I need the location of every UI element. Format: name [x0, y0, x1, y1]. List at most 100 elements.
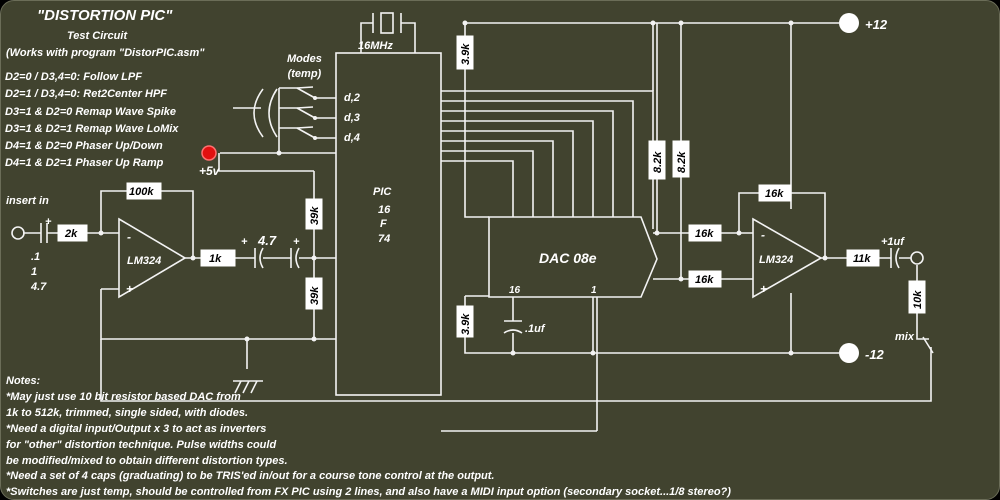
resistor-11k: 11k [846, 249, 880, 267]
resistor-3.9k-lower: 3.9k [456, 305, 474, 338]
mode-line: D2=0 / D3,4=0: Follow LPF [5, 71, 142, 83]
svg-text:DAC 08e: DAC 08e [539, 250, 597, 266]
input-cap-values: .1 1 4.7 [31, 250, 46, 295]
mode-line: D4=1 & D2=0 Phaser Up/Down [5, 140, 163, 153]
wire [315, 97, 336, 139]
schematic-title: "DISTORTION PIC" [37, 7, 173, 24]
output-jack [910, 251, 924, 265]
wire [100, 190, 194, 258]
cap-plus: + [45, 216, 52, 228]
mode-line: D4=1 & D2=1 Phaser Up Ramp [5, 157, 164, 170]
svg-text:LM324: LM324 [759, 254, 793, 266]
modes-header-line: Modes [287, 53, 322, 65]
note-line: *May just use 10 bit resistor based DAC … [6, 390, 241, 403]
svg-text:39k: 39k [309, 206, 321, 225]
opamp-left: LM324 - + [118, 217, 187, 299]
opamp-right: LM324 - + [752, 217, 823, 299]
wire [922, 336, 934, 354]
wire [738, 192, 826, 258]
note-line: *Need a set of 4 caps (graduating) to be… [6, 470, 495, 483]
resistor-100k: 100k [126, 182, 162, 200]
subtitle-program: (Works with program "DistorPIC.asm" [6, 47, 205, 59]
svg-text:39k: 39k [309, 286, 321, 305]
dac-chip: DAC 08e 16 1 [488, 216, 658, 298]
svg-text:8.2k: 8.2k [676, 151, 688, 173]
mode-line: D3=1 & D2=0 Remap Wave Spike [5, 105, 176, 118]
modes-list: D2=0 / D3,4=0: Follow LPF D2=1 / D3,4=0:… [5, 69, 178, 173]
cap-value: .1 [31, 251, 41, 263]
svg-text:PIC: PIC [373, 186, 392, 198]
svg-text:10k: 10k [912, 290, 924, 309]
note-line: for "other" distortion technique. Pulse … [6, 438, 277, 451]
mode-line: D2=1 / D3,4=0: Ret2Center HPF [5, 88, 168, 101]
svg-text:d,2: d,2 [344, 92, 360, 104]
cap-value: 4.7 [31, 281, 47, 293]
wire [441, 90, 654, 229]
svg-text:2k: 2k [64, 228, 78, 240]
svg-text:LM324: LM324 [127, 255, 161, 267]
svg-text:d,3: d,3 [344, 112, 360, 124]
modes-header: Modes (temp) [287, 52, 322, 82]
led-5v: +5v [199, 145, 221, 178]
mode-line: D3=1 & D2=1 Remap Wave LoMix [5, 122, 179, 135]
svg-text:1k: 1k [209, 253, 222, 265]
ground-symbol [233, 380, 263, 394]
svg-text:+: + [126, 282, 133, 296]
resistor-10k: 10k [908, 280, 926, 314]
resistor-3.9k-upper: 3.9k [456, 35, 474, 70]
svg-text:4.7: 4.7 [257, 233, 277, 248]
svg-text:+: + [760, 282, 767, 296]
resistor-39k-lower: 39k [305, 277, 323, 310]
resistor-39k-upper: 39k [305, 198, 323, 230]
svg-text:+: + [241, 236, 248, 248]
svg-text:16MHz: 16MHz [358, 40, 393, 52]
cap-value: 1 [31, 266, 38, 278]
note-line: 1k to 512k, trimmed, single sided, with … [6, 406, 249, 419]
input-label: insert in [6, 195, 49, 207]
modes-header-line: (temp) [287, 68, 322, 80]
wire [218, 153, 314, 172]
svg-text:16: 16 [509, 285, 521, 296]
svg-text:+5v: +5v [199, 164, 221, 178]
note-line: Notes: [6, 375, 41, 387]
svg-text:-: - [761, 228, 765, 242]
svg-text:F: F [380, 218, 387, 230]
svg-text:+12: +12 [865, 17, 888, 32]
wire [360, 22, 416, 53]
svg-text:3.9k: 3.9k [460, 313, 472, 335]
capacitor-1uf-output: +1uf [881, 236, 905, 269]
capacitor-4.7: + 4.7 [241, 233, 277, 269]
svg-text:.1uf: .1uf [525, 323, 546, 335]
mode-switches [233, 86, 317, 140]
svg-text:+: + [293, 236, 300, 248]
svg-text:-: - [127, 230, 131, 244]
note-line: *Switches are just temp, should be contr… [6, 486, 731, 499]
wire [279, 87, 297, 129]
crystal-16mhz: 16MHz [358, 12, 402, 52]
svg-text:+1uf: +1uf [881, 236, 905, 248]
capacitor-0.1uf: .1uf [503, 320, 546, 335]
junction-dots [98, 20, 828, 356]
svg-text:8.2k: 8.2k [652, 151, 664, 173]
terminal-plus-12: +12 [839, 13, 888, 33]
note-line: *Need a digital input/Output x 3 to act … [6, 422, 267, 435]
terminal-minus-12: -12 [839, 343, 885, 363]
subtitle-test-circuit: Test Circuit [67, 30, 128, 42]
wires [23, 22, 934, 432]
resistor-8.2k-a: 8.2k [648, 140, 666, 180]
svg-text:16: 16 [378, 204, 391, 216]
mix-label: mix [895, 331, 914, 343]
svg-text:1: 1 [591, 285, 597, 296]
svg-text:100k: 100k [129, 186, 154, 198]
svg-text:16k: 16k [695, 274, 714, 286]
notes: Notes: *May just use 10 bit resistor bas… [6, 374, 731, 499]
resistor-16k-low: 16k [688, 270, 722, 288]
svg-text:-12: -12 [865, 347, 885, 362]
input-jack [11, 226, 25, 240]
capacitor-coupling: + [290, 236, 300, 269]
pic-chip: PIC 16 F 74 d,2 d,3 d,4 [335, 52, 442, 396]
svg-text:16k: 16k [695, 228, 714, 240]
svg-text:74: 74 [378, 233, 390, 245]
